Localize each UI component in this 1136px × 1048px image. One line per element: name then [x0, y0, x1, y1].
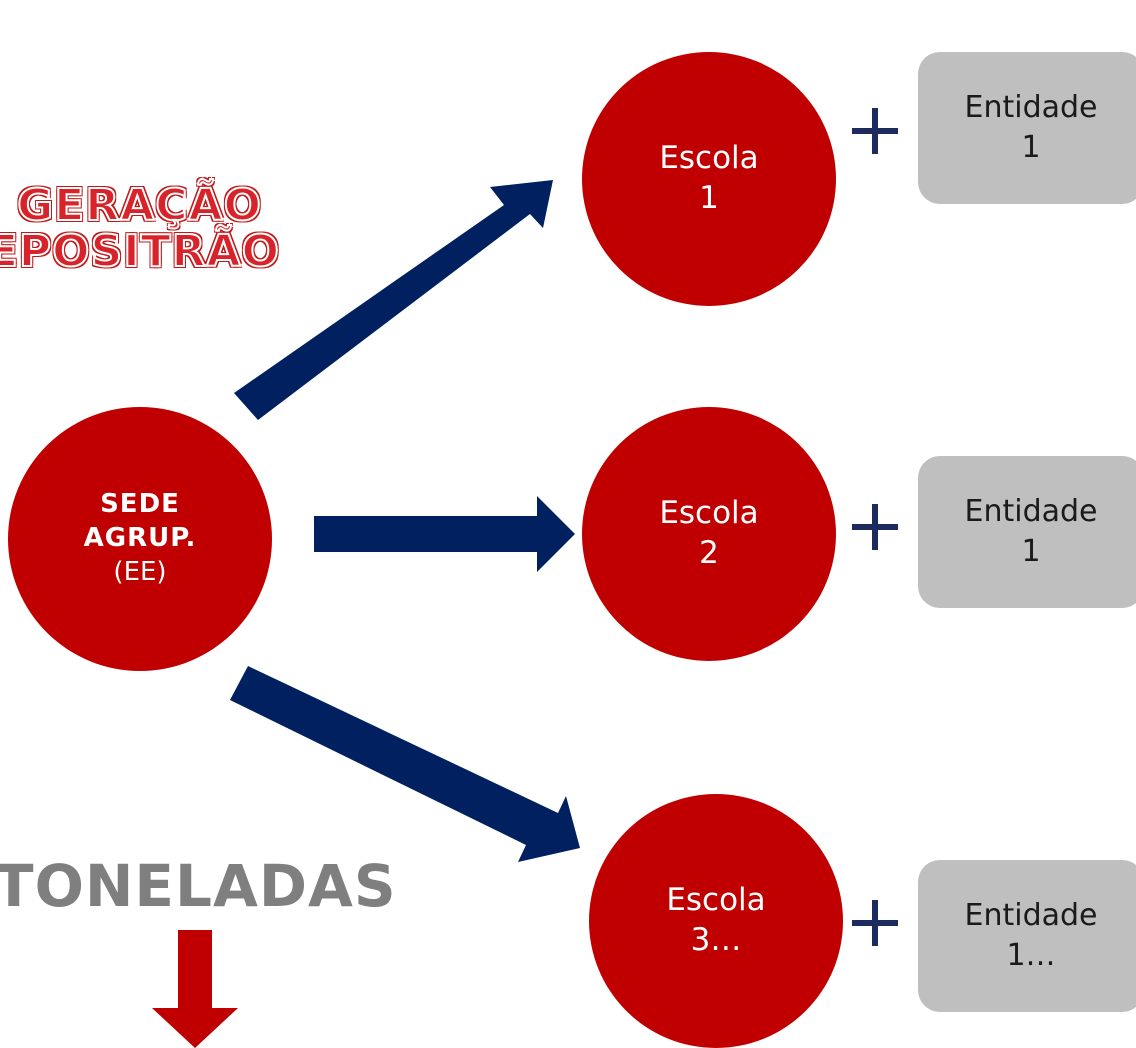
- geracao-depositrao-logo: GERAÇÃO DEPOSITRÃO: [0, 179, 296, 290]
- sede-title-line-1: SEDE: [100, 489, 180, 520]
- entidade-3-box: Entidade 1…: [918, 860, 1136, 1012]
- escola-3-node: Escola 3…: [589, 794, 843, 1048]
- entidade-label: Entidade: [964, 493, 1098, 529]
- entidade-2-box: Entidade 1: [918, 456, 1136, 608]
- entidade-label: Entidade: [964, 89, 1098, 125]
- escola-label: Escola: [659, 495, 759, 532]
- entidade-1-box: Entidade 1: [918, 52, 1136, 204]
- escola-number: 3…: [690, 922, 742, 958]
- toneladas-label: TONELADAS: [0, 852, 397, 920]
- logo-line-2: DEPOSITRÃO: [0, 225, 280, 278]
- escola-label: Escola: [659, 140, 759, 177]
- down-arrow-icon: [152, 930, 238, 1048]
- escola-number: 1: [699, 180, 719, 216]
- plus-icon: [852, 504, 898, 550]
- arrow-to-escola-2: [314, 496, 575, 572]
- entidade-number: 1: [1021, 534, 1041, 569]
- escola-label: Escola: [666, 882, 766, 919]
- arrow-to-escola-1: [234, 180, 553, 420]
- sede-title-line-2: AGRUP.: [83, 523, 197, 554]
- entidade-number: 1…: [1006, 938, 1056, 973]
- escola-2-node: Escola 2: [582, 407, 836, 661]
- escola-number: 2: [699, 535, 719, 571]
- sede-agrupamento-node: SEDE AGRUP. (EE): [8, 407, 272, 671]
- arrow-to-escola-3: [230, 666, 580, 862]
- entidade-number: 1: [1021, 130, 1041, 165]
- plus-icon: [852, 900, 898, 946]
- logo-line-1: GERAÇÃO: [16, 179, 262, 232]
- escola-1-node: Escola 1: [582, 52, 836, 306]
- entidade-label: Entidade: [964, 897, 1098, 933]
- plus-icon: [852, 108, 898, 154]
- sede-subtitle: (EE): [113, 556, 167, 587]
